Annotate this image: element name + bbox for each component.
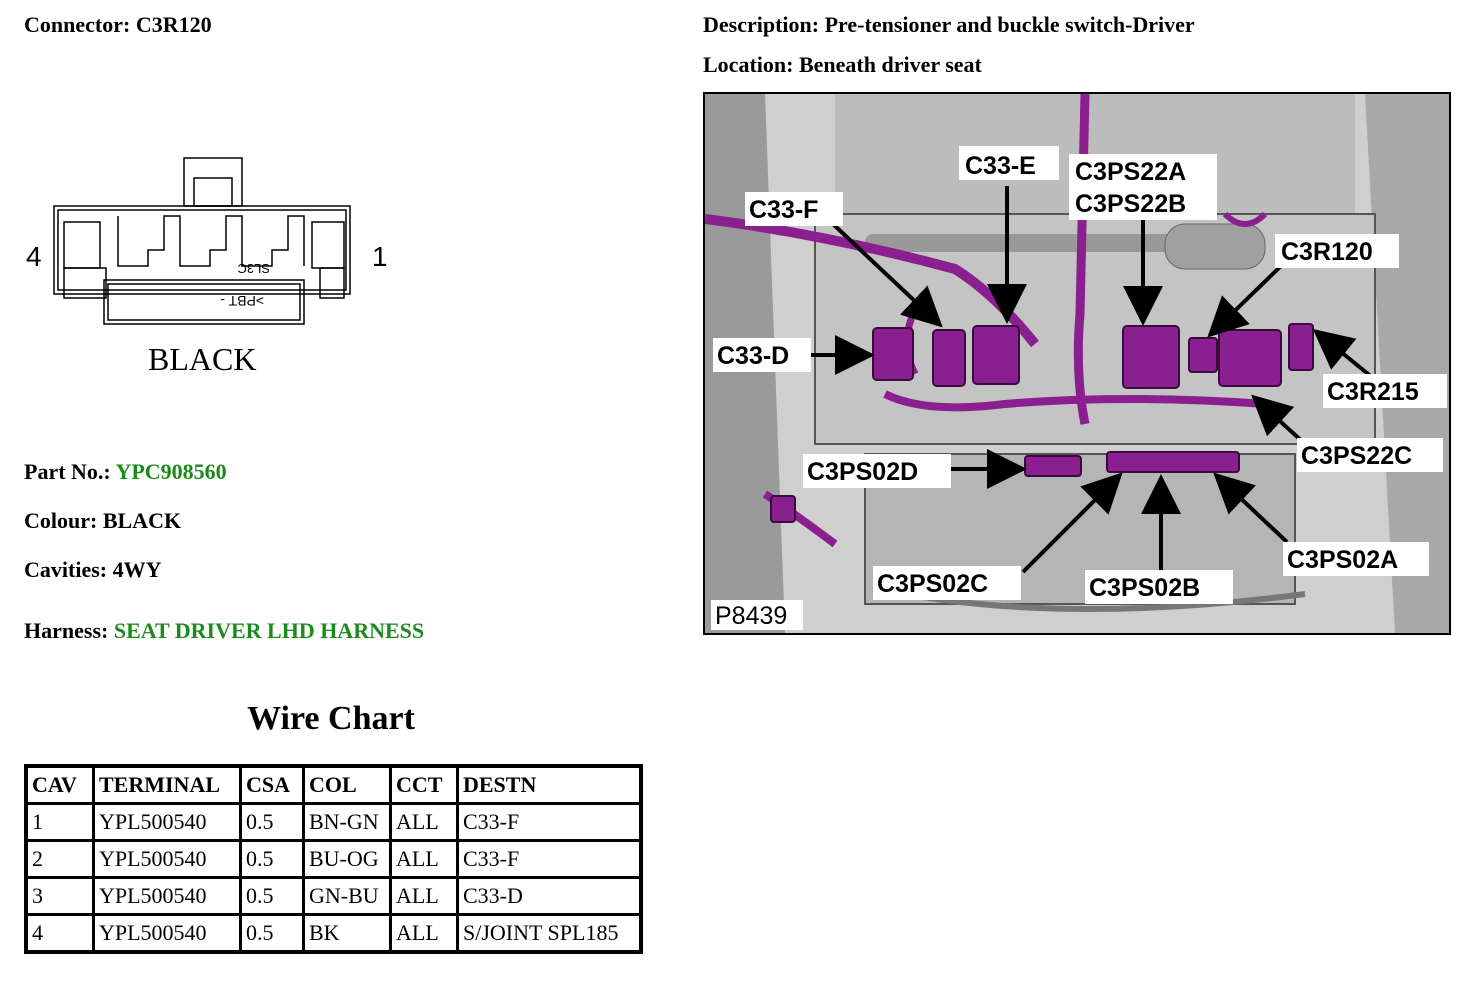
description-value: Pre-tensioner and buckle switch-Driver — [824, 12, 1195, 37]
table-row: 1 YPL500540 0.5 BN-GN ALL C33-F — [24, 802, 643, 842]
table-cell: BK — [302, 913, 392, 954]
table-cell: BU-OG — [302, 839, 392, 879]
table-cell: ALL — [389, 913, 459, 954]
description: Description: Pre-tensioner and buckle sw… — [703, 12, 1195, 38]
table-cell: YPL500540 — [92, 802, 242, 842]
connector-title: Connector: C3R120 — [24, 12, 212, 38]
connector-color-caption: BLACK — [148, 341, 256, 377]
connector-blocks — [770, 323, 1314, 523]
location-photo: C33-E C3PS22A C3PS22B C33-F C3R120 C33-D… — [703, 92, 1451, 635]
col-header: CAV — [24, 764, 95, 805]
table-row: 3 YPL500540 0.5 GN-BU ALL C33-D — [24, 876, 643, 916]
table-cell: 1 — [24, 802, 95, 842]
location: Location: Beneath driver seat — [703, 52, 982, 78]
callout-c3ps02b: C3PS02B — [1089, 574, 1200, 602]
col-header: CCT — [389, 764, 459, 805]
colour: Colour: BLACK — [24, 508, 181, 534]
table-cell: YPL500540 — [92, 913, 242, 954]
colour-value: BLACK — [102, 508, 182, 533]
callout-c3ps02d: C3PS02D — [807, 458, 918, 486]
callout-c3ps22c: C3PS22C — [1301, 442, 1412, 470]
part-number: Part No.: YPC908560 — [24, 459, 227, 485]
part-no-link[interactable]: YPC908560 — [115, 459, 227, 484]
table-cell: ALL — [389, 839, 459, 879]
table-cell: C33-F — [456, 839, 643, 879]
table-row: 2 YPL500540 0.5 BU-OG ALL C33-F — [24, 839, 643, 879]
table-cell: 3 — [24, 876, 95, 916]
table-cell: C33-F — [456, 802, 643, 842]
callout-c3r120: C3R120 — [1281, 238, 1373, 266]
location-value: Beneath driver seat — [798, 52, 982, 77]
connector-label: Connector: — [24, 12, 131, 37]
table-cell: ALL — [389, 876, 459, 916]
connector-inner-text-1: SL3C — [237, 261, 270, 276]
table-cell: ALL — [389, 802, 459, 842]
cavities: Cavities: 4WY — [24, 557, 161, 583]
connector-face-drawing: SL3C >PBT - 4 1 BLACK — [26, 157, 388, 377]
col-header: TERMINAL — [92, 764, 242, 805]
table-cell: 2 — [24, 839, 95, 879]
figure-id: P8439 — [715, 602, 787, 630]
table-cell: 0.5 — [239, 802, 305, 842]
callout-arrows — [811, 186, 1375, 580]
callout-labels: C33-E C3PS22A C3PS22B C33-F C3R120 C33-D… — [711, 146, 1447, 630]
harness-label: Harness: — [24, 618, 109, 643]
callout-c3ps02c: C3PS02C — [877, 570, 988, 598]
connector-value: C3R120 — [135, 12, 212, 37]
callout-c33-d: C33-D — [717, 342, 789, 370]
callout-c33-f: C33-F — [749, 196, 818, 224]
table-cell: YPL500540 — [92, 839, 242, 879]
callout-c3ps22a: C3PS22A — [1075, 158, 1186, 186]
table-cell: C33-D — [456, 876, 643, 916]
col-header: DESTN — [456, 764, 643, 805]
harness: Harness: SEAT DRIVER LHD HARNESS — [24, 618, 424, 644]
wire-chart-title: Wire Chart — [247, 700, 415, 737]
table-cell: BN-GN — [302, 802, 392, 842]
colour-label: Colour: — [24, 508, 98, 533]
harness-link[interactable]: SEAT DRIVER LHD HARNESS — [113, 618, 425, 643]
table-cell: 0.5 — [239, 913, 305, 954]
connector-inner-text-2: >PBT - — [220, 293, 264, 309]
table-cell: 4 — [24, 913, 95, 954]
cavities-label: Cavities: — [24, 557, 108, 582]
col-header: COL — [302, 764, 392, 805]
col-header: CSA — [239, 764, 305, 805]
description-label: Description: — [703, 12, 820, 37]
wire-chart-table: CAV TERMINAL CSA COL CCT DESTN 1 YPL5005… — [24, 764, 643, 954]
location-label: Location: — [703, 52, 794, 77]
callout-c33-e: C33-E — [965, 152, 1036, 180]
callout-c3r215: C3R215 — [1327, 378, 1419, 406]
callout-c3ps02a: C3PS02A — [1287, 546, 1398, 574]
pin-1-label: 1 — [372, 241, 388, 272]
table-cell: GN-BU — [302, 876, 392, 916]
seat-harness-illustration: C33-E C3PS22A C3PS22B C33-F C3R120 C33-D… — [705, 94, 1449, 633]
table-header-row: CAV TERMINAL CSA COL CCT DESTN — [24, 764, 643, 805]
pin-4-label: 4 — [26, 241, 42, 272]
part-no-label: Part No.: — [24, 459, 111, 484]
table-row: 4 YPL500540 0.5 BK ALL S/JOINT SPL185 — [24, 913, 643, 954]
table-cell: S/JOINT SPL185 — [456, 913, 643, 954]
callout-c3ps22b: C3PS22B — [1075, 190, 1186, 218]
cavities-value: 4WY — [112, 557, 162, 582]
table-cell: 0.5 — [239, 839, 305, 879]
table-cell: 0.5 — [239, 876, 305, 916]
table-cell: YPL500540 — [92, 876, 242, 916]
